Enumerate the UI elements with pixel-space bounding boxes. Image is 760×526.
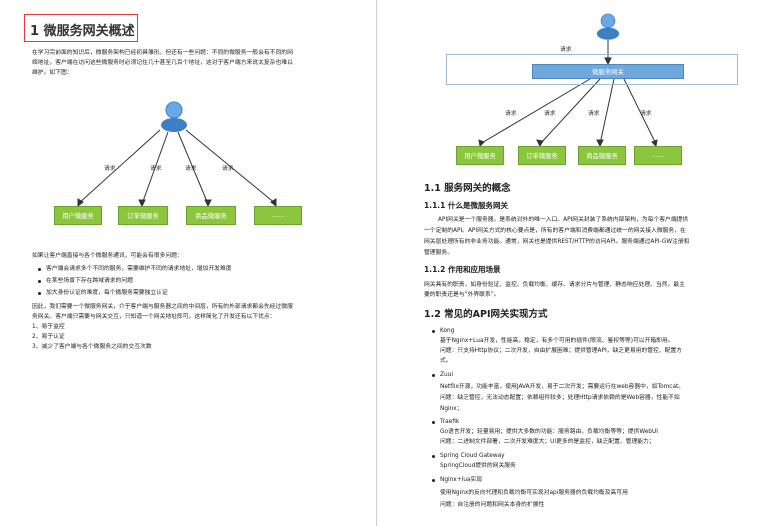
para-1-1-1-line-2: 一个定制的API。API网关方式的核心要点是，所有的客户端和消费端都通过统一的网… [424,228,686,234]
heading-1-1-1: 1.1.1 什么是微服务网关 [424,201,508,210]
impl-nginx-name: Nginx+lua实现 [440,477,483,483]
impl-scg-line-1: SpringCloud提供的网关服务 [440,463,516,469]
bullet [38,268,41,271]
impl-traefik-name: Traefik [440,419,460,425]
top-request-label: 请求 [560,47,572,53]
impl-zuul-line-2: 问题：缺乏管控，无法动态配置；依赖组件较多；处理Http请求依赖的是Web容器，… [440,395,680,401]
advantage-2: 2、易于认证 [32,334,65,340]
impl-kong-line-3: 式。 [440,358,452,364]
problem-item-3: 加大身份认证的难度，每个微服务需要独立认证 [46,290,168,296]
more-service-box: …… [254,206,302,225]
page-divider [376,0,377,526]
user-avatar-icon [161,101,187,132]
product-service-box: 商品微服务 [578,146,626,165]
user-service-box: 用户微服务 [54,206,102,225]
intro-line-3: 维护。如下图： [32,70,73,76]
intro-line-1: 在学习完前面的知识后，微服务架构已经初具雏形。但还有一些问题：不同的微服务一般会… [32,50,293,56]
title-highlight-box [24,14,138,42]
para-1-1-2-line-1: 网关具有的职责，如身份验证、监控、负载均衡、缓存、请求分片与管理、静态响应处理。… [424,282,685,288]
user-service-box: 用户微服务 [456,146,504,165]
user-avatar-icon [596,13,620,40]
request-label-3: 请求 [185,166,197,172]
impl-kong-line-1: 基于Nginx+Lua开发，性能高，稳定，有多个可用的插件(限流、鉴权等等)可以… [440,338,674,344]
gateway-box: 微服务网关 [532,64,684,79]
bullet [432,374,435,377]
heading-1-1-2: 1.1.2 作用和应用场景 [424,265,501,274]
request-label-1: 请求 [505,111,517,117]
impl-traefik-line-1: Go语言开发；轻量易用；提供大多数的功能：服务路由，负载均衡等等；提供WebUI [440,429,658,435]
impl-kong-name: Kong [440,328,455,334]
impl-zuul-name: Zuul [440,372,453,378]
request-label-4: 请求 [640,111,652,117]
advantage-3: 3、减少了客户端与各个微服务之间的交互次数 [32,344,152,350]
impl-zuul-line-1: Netflix开源，功能丰富，使用JAVA开发，易于二次开发；需要运行在web容… [440,384,685,390]
impl-nginx-line-2: 问题：自注册的问题和网关本身的扩展性 [440,502,545,508]
bullet [432,455,435,458]
heading-1-2: 1.2 常见的API网关实现方式 [424,309,548,320]
left-page [0,0,374,526]
problem-item-1: 客户端会请求多个不同的服务，需要维护不同的请求地址，增加开发难度 [46,266,232,272]
para-1-1-1-line-4: 管理服务。 [424,250,453,256]
request-label-3: 请求 [588,111,600,117]
para-1-1-2-line-2: 要的职责还是与“外界联系”。 [424,292,500,298]
order-service-box: 订单微服务 [518,146,566,165]
solution-line-1: 因此，我们需要一个微服务网关，介于客户端与服务器之间的中间层，所有的外部请求都会… [32,304,293,310]
request-label-2: 请求 [150,166,162,172]
impl-nginx-line-1: 使用Nginx的反向代理和负载均衡可实现对api服务器的负载均衡及高可用 [440,490,628,496]
impl-scg-name: Spring Cloud Gateway [440,453,505,459]
para-1-1-1-line-1: API网关是一个服务器，是系统对外的唯一入口。API网关封装了系统内部架构，为每… [438,217,689,223]
more-service-box: …… [634,146,682,165]
impl-kong-line-2: 问题：只支持Http协议；二次开发，自由扩展困难；提供管理API，缺乏更易用的管… [440,348,683,354]
heading-1-1: 1.1 服务网关的概念 [424,183,511,194]
para-1-1-1-line-3: 网关层处理所有的非业务功能。通常，网关也是提供REST/HTTP的访问API。服… [424,239,690,245]
solution-line-2: 务网关。客户端只需要与网关交互，只知道一个网关地址即可，这样简化了开发还有以下优… [32,314,276,320]
impl-zuul-line-3: Nginx； [440,406,463,412]
page-title: 1 微服务网关概述 [30,24,135,39]
advantage-1: 1、易于监控 [32,324,65,330]
bullet [432,421,435,424]
gateway-frame [446,54,738,85]
request-label-2: 请求 [544,111,556,117]
bullet [432,479,435,482]
impl-traefik-line-2: 问题：二进制文件部署，二次开发难度大；UI更多的是监控，缺乏配置、管理能力； [440,439,655,445]
intro-line-2: 络地址，客户端在访问这些微服务时必须记住几十甚至几百个地址，这对于客户端方来说太… [32,60,293,66]
bullet [38,280,41,283]
problems-intro: 如果让客户端直接与各个微服务通讯，可能会有很多问题： [32,253,183,259]
order-service-box: 订单微服务 [118,206,168,225]
problem-item-2: 在某些场景下存在跨域请求的问题 [46,278,133,284]
bullet [432,330,435,333]
request-label-1: 请求 [104,166,116,172]
request-label-4: 请求 [222,166,234,172]
bullet [38,292,41,295]
product-service-box: 商品微服务 [186,206,236,225]
